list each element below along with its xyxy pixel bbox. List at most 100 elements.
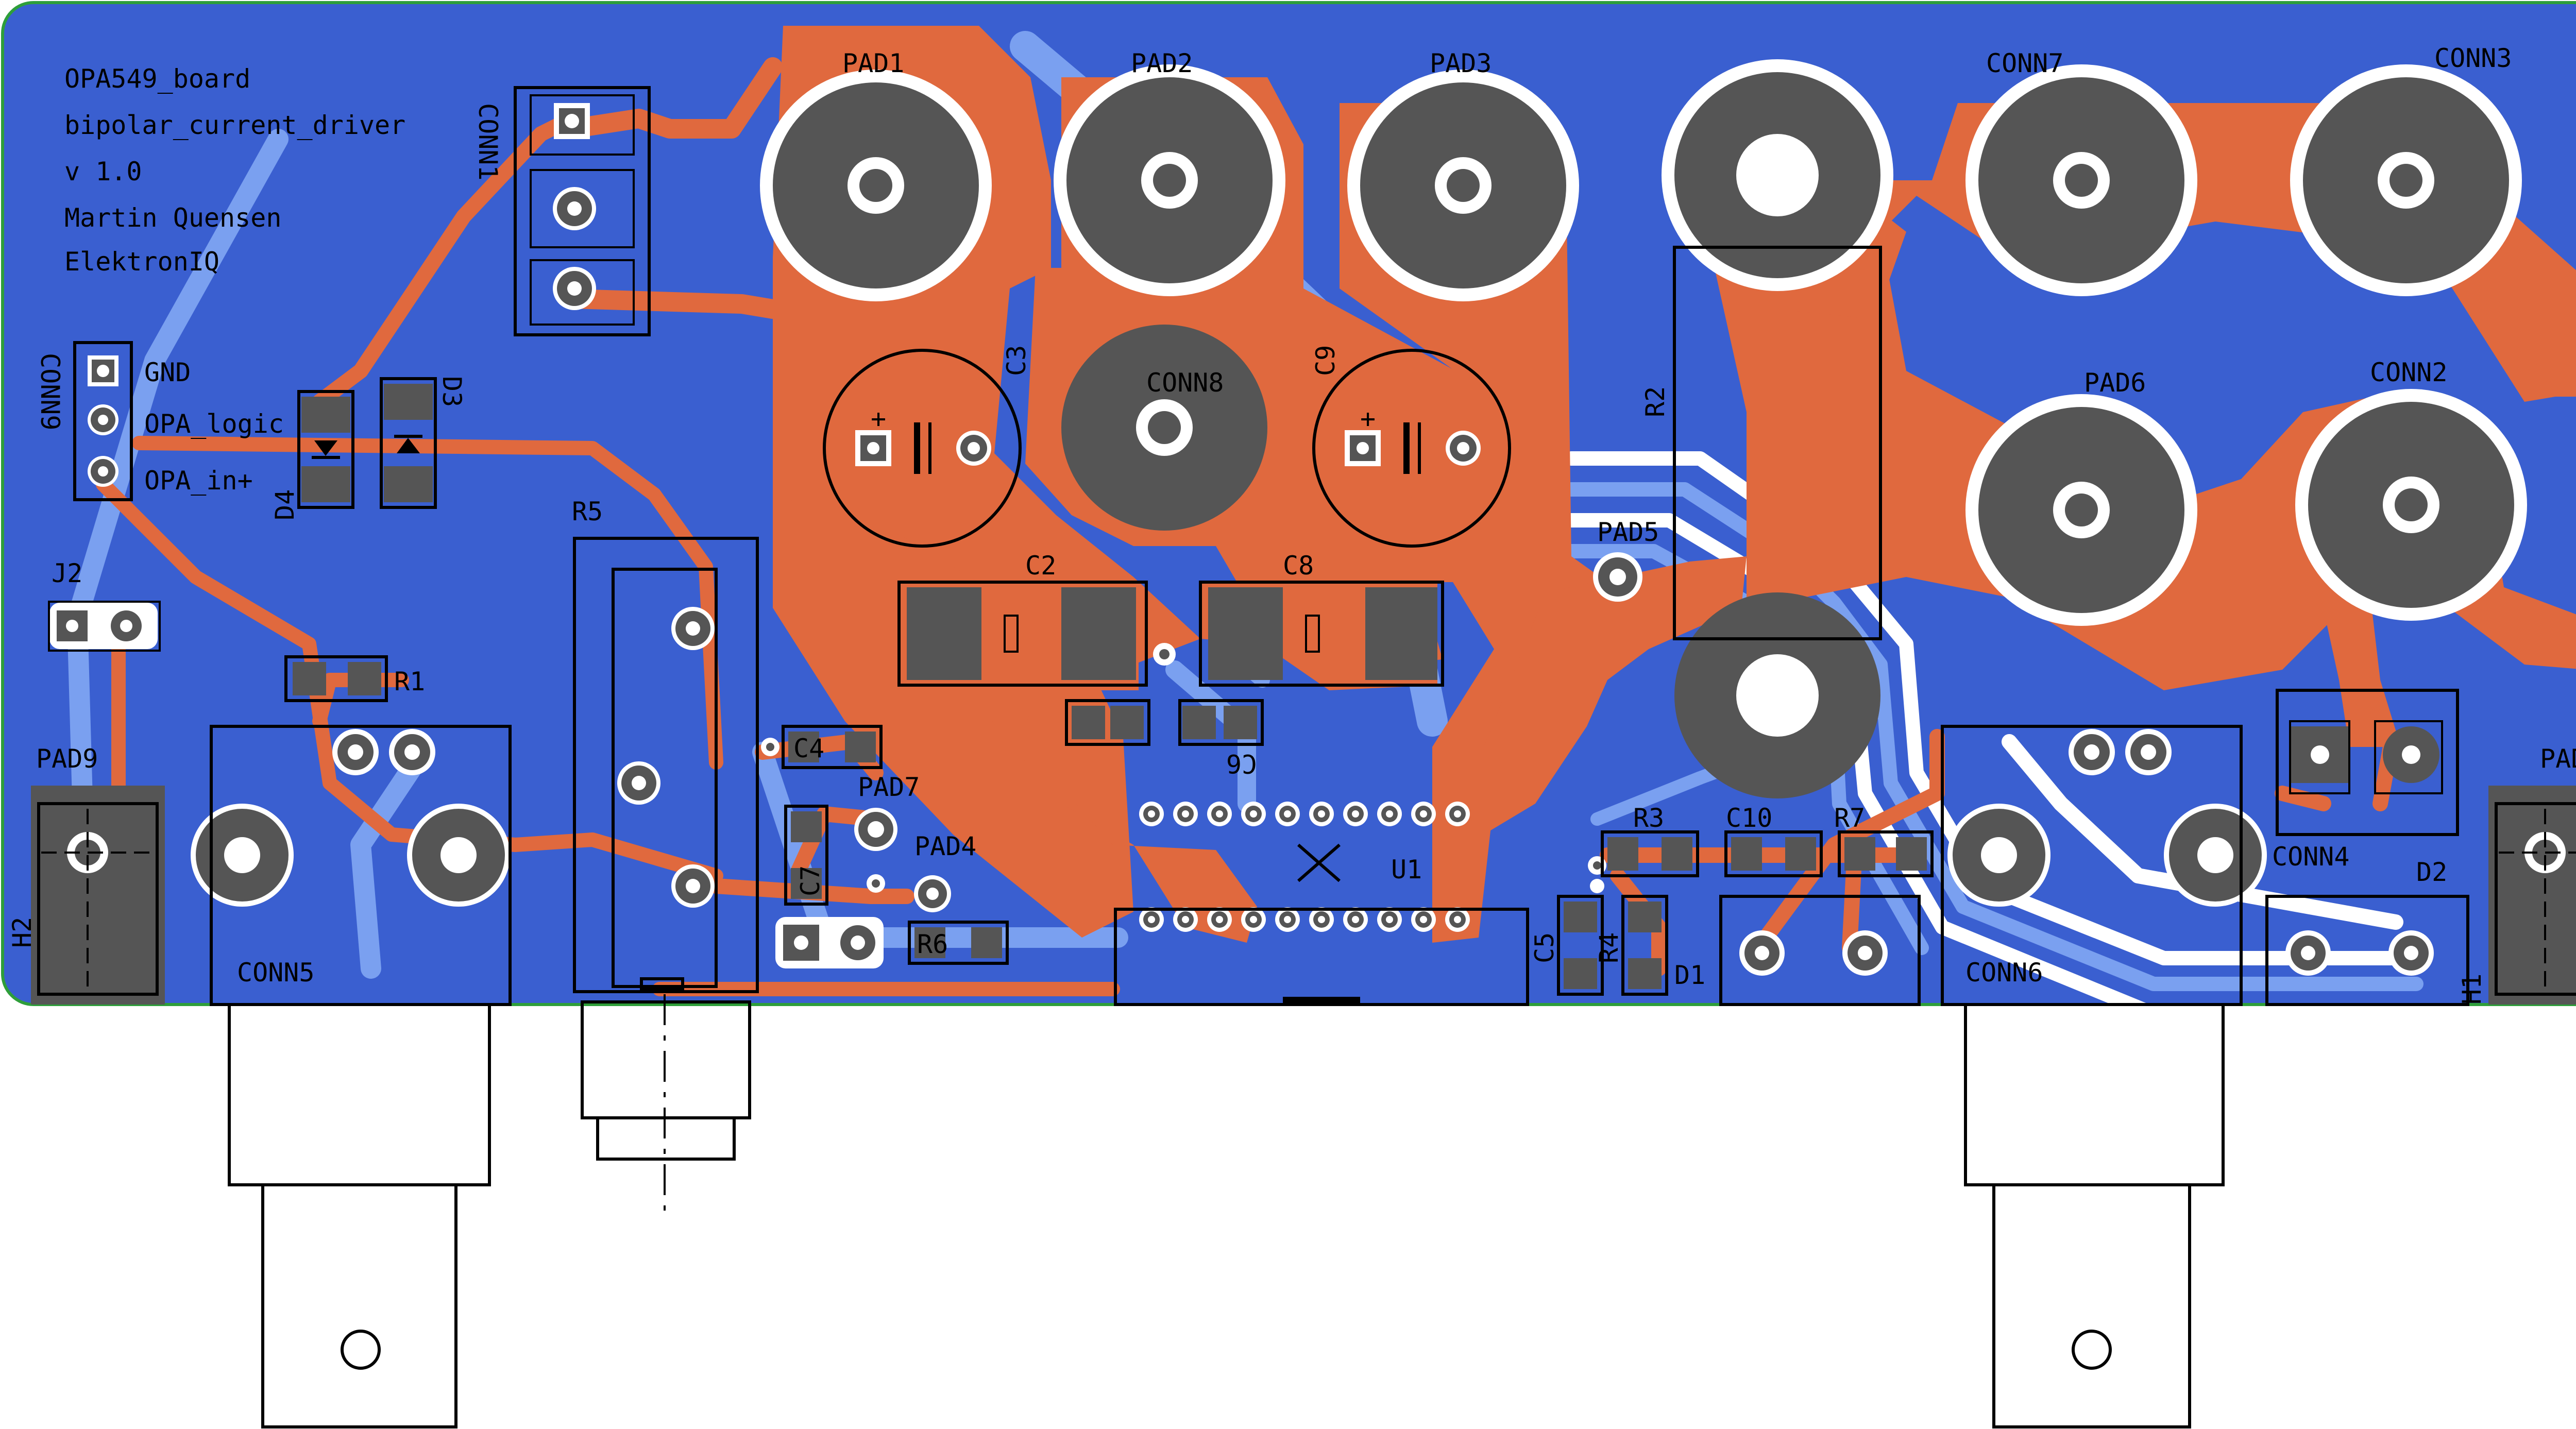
ref-conn2: CONN2 bbox=[2370, 358, 2448, 387]
ref-c10: C10 bbox=[1726, 803, 1772, 833]
u1-pin-hole bbox=[1454, 810, 1461, 818]
ref-c3: C3 bbox=[1002, 345, 1031, 376]
u1-pin-hole bbox=[1216, 916, 1223, 923]
ref-pad3: PAD3 bbox=[1430, 48, 1492, 78]
ref-d2: D2 bbox=[2416, 857, 2447, 887]
ref-pad2: PAD2 bbox=[1131, 48, 1193, 78]
conn2 bbox=[2295, 389, 2527, 621]
pin-label-gnd: GND bbox=[144, 358, 191, 387]
r2-bottom-pad bbox=[1674, 592, 1880, 798]
pin-label-opa-logic: OPA_logic bbox=[144, 409, 284, 439]
conn7 bbox=[1965, 64, 2197, 296]
ref-conn1: CONN1 bbox=[473, 103, 503, 181]
u1-pin-hole bbox=[1250, 916, 1257, 923]
u1-pin-hole bbox=[1148, 810, 1155, 818]
ref-pad8: PAD8 bbox=[2540, 744, 2576, 774]
pad6 bbox=[1965, 394, 2197, 626]
u1-pin-hole bbox=[1318, 810, 1325, 818]
u1-pin-hole bbox=[1318, 916, 1325, 923]
board-name-label: OPA549_board bbox=[64, 64, 250, 94]
ref-pad5: PAD5 bbox=[1597, 517, 1659, 547]
u1-pin-hole bbox=[1182, 916, 1189, 923]
ref-pad9: PAD9 bbox=[36, 744, 98, 774]
conn3 bbox=[2290, 64, 2522, 296]
ref-conn8: CONN8 bbox=[1146, 368, 1224, 398]
u1-pin-hole bbox=[1420, 810, 1427, 818]
conn4-pads bbox=[2290, 726, 2439, 783]
conn1-pads bbox=[553, 103, 596, 310]
through-hole-pads bbox=[49, 59, 2527, 976]
u1-pads bbox=[1139, 802, 1470, 932]
r2-top-pad bbox=[1662, 59, 1893, 291]
ref-pad4: PAD4 bbox=[914, 831, 976, 861]
ref-h2: H2 bbox=[7, 917, 37, 948]
d1-pads bbox=[1739, 930, 1888, 976]
ref-h1: H1 bbox=[2457, 974, 2487, 1005]
r5-pads bbox=[617, 607, 715, 908]
ref-pad7: PAD7 bbox=[858, 772, 920, 802]
ref-u1: U1 bbox=[1391, 855, 1422, 884]
conn9-pads bbox=[88, 355, 118, 487]
u1-pin-hole bbox=[1386, 810, 1393, 818]
pad2 bbox=[1054, 64, 1285, 296]
c3-pads bbox=[855, 430, 991, 466]
u1-pin-hole bbox=[1454, 916, 1461, 923]
ref-c2: C2 bbox=[1025, 551, 1056, 581]
c3-polarity: + bbox=[871, 404, 886, 434]
u1-pin-hole bbox=[1250, 810, 1257, 818]
pad4 bbox=[914, 875, 951, 912]
ref-conn7: CONN7 bbox=[1986, 48, 2064, 78]
c9-polarity: + bbox=[1360, 404, 1376, 434]
u1-pin-hole bbox=[1352, 916, 1359, 923]
pad7 bbox=[854, 808, 897, 851]
c9-pads bbox=[1345, 430, 1481, 466]
u1-pin-hole bbox=[1284, 916, 1291, 923]
ref-r3: R3 bbox=[1633, 803, 1664, 833]
u1-pin-hole bbox=[1284, 810, 1291, 818]
conn5-pads bbox=[191, 729, 510, 907]
ref-r2: R2 bbox=[1640, 386, 1670, 417]
ref-r5: R5 bbox=[572, 497, 603, 526]
u1-pin-hole bbox=[1386, 916, 1393, 923]
pad5 bbox=[1593, 552, 1642, 602]
jumper-pads bbox=[775, 917, 884, 968]
ref-pad6: PAD6 bbox=[2084, 368, 2146, 398]
ref-c5: C5 bbox=[1530, 932, 1560, 963]
ref-r1: R1 bbox=[394, 667, 425, 696]
ref-conn9: CONN9 bbox=[35, 353, 65, 431]
ref-conn3: CONN3 bbox=[2434, 43, 2512, 73]
u1-pin-hole bbox=[1148, 916, 1155, 923]
board-function-label: bipolar_current_driver bbox=[64, 110, 405, 140]
pad3 bbox=[1347, 70, 1579, 301]
u1-pin-hole bbox=[1216, 810, 1223, 818]
u1-pin-hole bbox=[1420, 916, 1427, 923]
board-author-label: Martin Quensen bbox=[64, 203, 281, 233]
pad1 bbox=[760, 70, 992, 301]
ref-d1: D1 bbox=[1674, 960, 1705, 990]
ref-c6: C6 bbox=[1226, 748, 1257, 778]
conn6-pads bbox=[1947, 729, 2267, 907]
ref-r4: R4 bbox=[1594, 932, 1624, 963]
board-version-label: v 1.0 bbox=[64, 157, 142, 186]
conn8 bbox=[1061, 325, 1267, 531]
d2-pads bbox=[2285, 930, 2434, 976]
pin-label-opa-in: OPA_in+ bbox=[144, 466, 253, 496]
u1-pin-hole bbox=[1182, 810, 1189, 818]
ref-j2: J2 bbox=[52, 558, 82, 588]
j2-pads bbox=[49, 603, 158, 649]
silkscreen-text: OPA549_board bipolar_current_driver v 1.… bbox=[7, 43, 2576, 1005]
ref-d3: D3 bbox=[437, 376, 467, 407]
ref-d4: D4 bbox=[270, 489, 300, 520]
ref-c9: C9 bbox=[1311, 345, 1341, 376]
ref-c4: C4 bbox=[793, 734, 824, 763]
smd-pads bbox=[31, 384, 2576, 1005]
ref-conn4: CONN4 bbox=[2272, 842, 2350, 872]
ref-c7: C7 bbox=[795, 865, 825, 896]
ref-c8: C8 bbox=[1283, 551, 1314, 581]
ref-r7: R7 bbox=[1834, 803, 1865, 833]
ref-pad1: PAD1 bbox=[842, 48, 904, 78]
ref-r6: R6 bbox=[917, 929, 948, 959]
u1-pin-hole bbox=[1352, 810, 1359, 818]
board-company-label: ElektronIQ bbox=[64, 247, 219, 277]
